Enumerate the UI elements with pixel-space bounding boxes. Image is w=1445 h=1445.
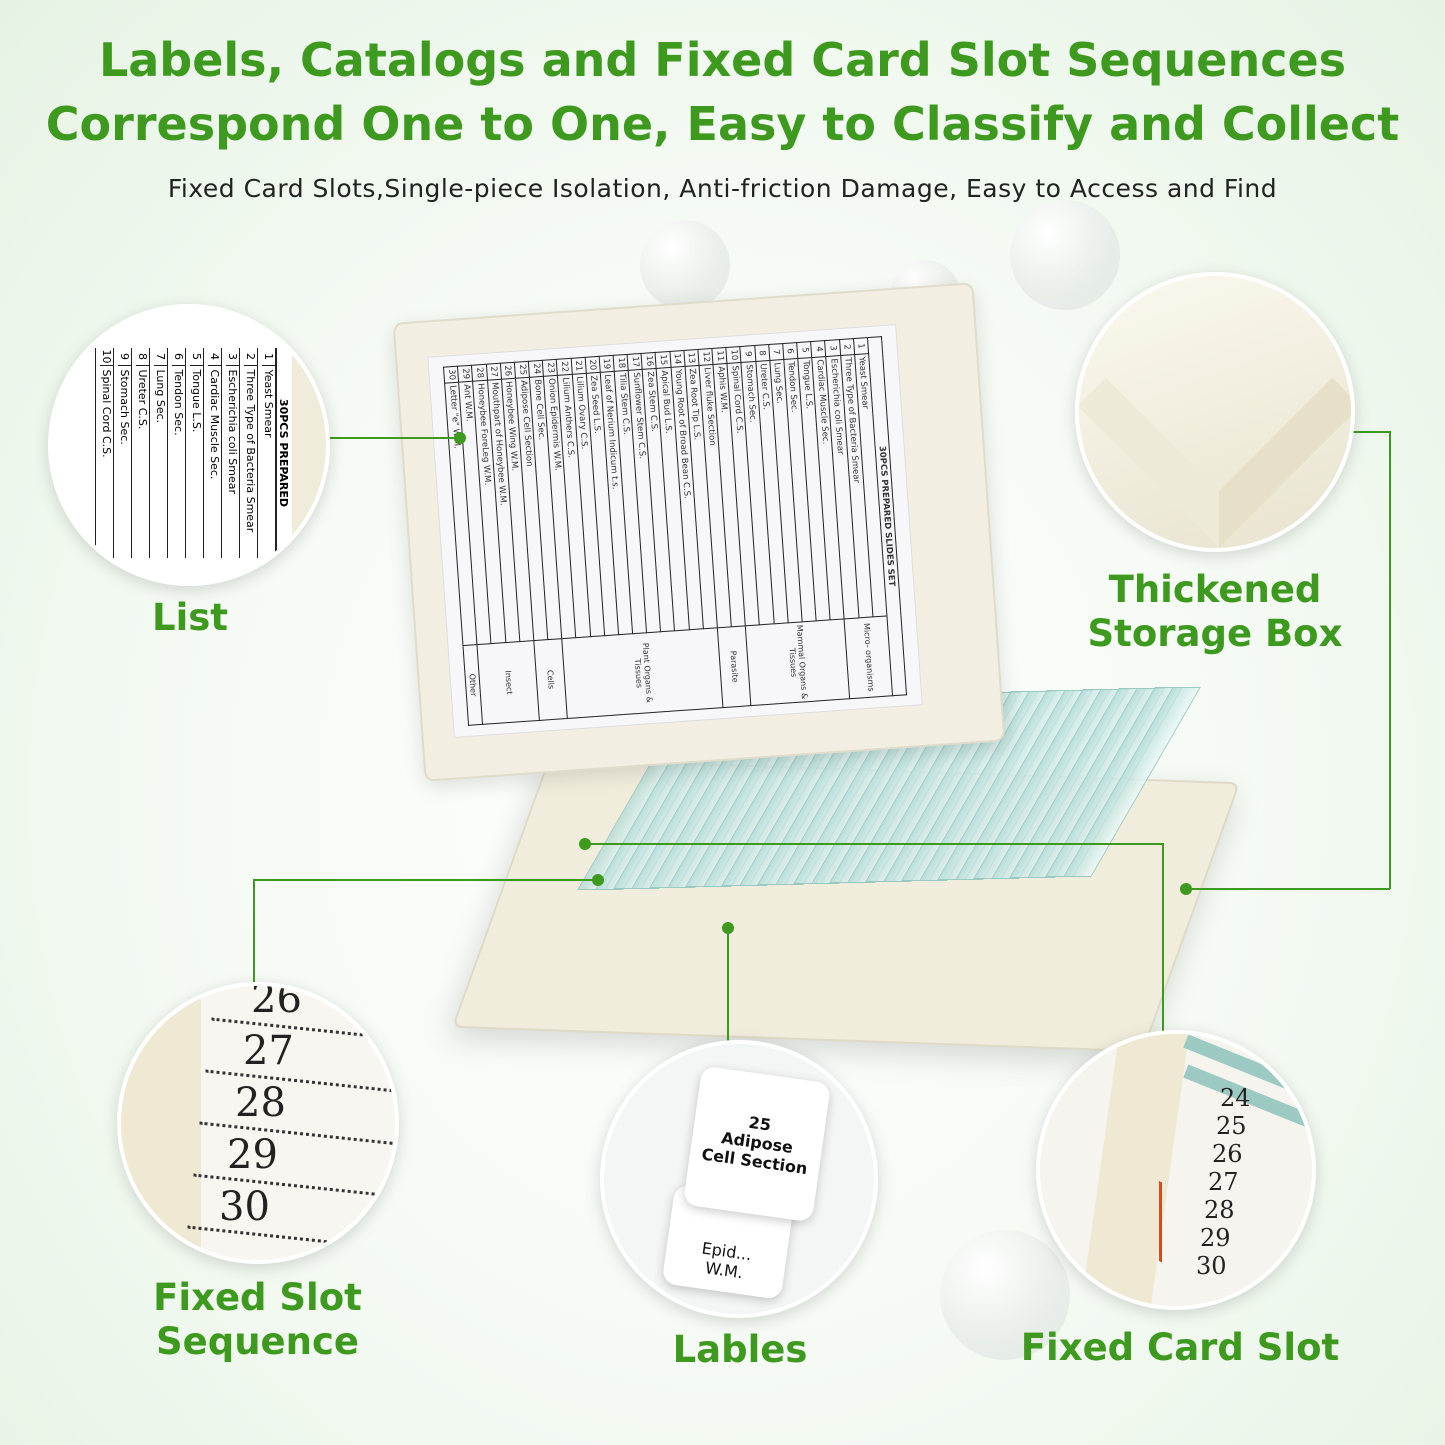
headline-line-2: Correspond One to One, Easy to Classify …	[45, 97, 1400, 151]
decorative-bubble	[1010, 200, 1120, 310]
connector-dot	[722, 922, 734, 934]
connector-line	[253, 879, 255, 984]
slot-number: 26	[1212, 1140, 1243, 1168]
item-number: 20	[584, 356, 601, 374]
slot-number: 30	[1196, 1252, 1227, 1280]
item-number: 12	[697, 348, 714, 366]
headline-line-1: Labels, Catalogs and Fixed Card Slot Seq…	[98, 33, 1347, 87]
list-item: 2 Three Type of Bacteria Smear	[239, 348, 257, 558]
item-number: 13	[683, 349, 699, 367]
category-cell: Parasite	[717, 625, 752, 708]
slot-number: 27	[243, 1028, 294, 1074]
caption-fixed-card-slot: Fixed Card Slot	[1020, 1326, 1340, 1369]
item-number: 17	[627, 353, 643, 371]
caption-sequence: Sequence	[155, 1320, 360, 1363]
slot-sequence-circle: 26 27 28 29 30	[117, 982, 399, 1264]
item-number: 9	[740, 345, 756, 363]
item-number: 25	[514, 361, 530, 379]
item-number: 14	[669, 350, 685, 368]
item-number: 8	[754, 344, 770, 362]
item-number: 30	[443, 366, 459, 384]
connector-dot	[1180, 883, 1192, 895]
list-item: 5 Tongue L.S.	[185, 348, 203, 558]
item-number: 27	[486, 363, 502, 381]
slot-number: 30	[219, 1184, 270, 1230]
item-number: 29	[457, 365, 474, 383]
connector-line	[1186, 888, 1390, 890]
slot-number: 24	[1220, 1084, 1251, 1112]
subtitle: Fixed Card Slots,Single-piece Isolation,…	[167, 174, 1278, 203]
connector-line	[1389, 431, 1391, 889]
box-edge	[292, 308, 326, 582]
connector-dot	[592, 874, 604, 886]
caption-lables: Lables	[672, 1328, 808, 1371]
caption-thickened: Thickened	[1108, 568, 1322, 611]
caption-fixed-slot: Fixed Slot	[153, 1276, 362, 1319]
labels-circle: Epid... W.M. 25 Adipose Cell Section	[600, 1040, 878, 1318]
item-number: 28	[471, 364, 488, 382]
item-number: 1	[853, 337, 869, 355]
item-number: 23	[542, 359, 558, 377]
item-number: 7	[768, 343, 784, 361]
list-header: 30PCS PREPARED	[275, 348, 290, 558]
item-number: 15	[655, 351, 671, 369]
item-number: 5	[796, 341, 812, 359]
slot-number: 27	[1208, 1168, 1239, 1196]
item-number: 3	[824, 339, 841, 357]
list-item: 1 Yeast Smear	[257, 348, 275, 558]
category-cell: Cells	[533, 638, 568, 721]
category-cell: Micro- organisms	[844, 615, 893, 699]
item-number: 10	[726, 346, 742, 364]
connector-line	[330, 437, 460, 439]
slot-number: 26	[251, 982, 302, 1022]
list-item: 9 Stomach Sec.	[113, 348, 131, 558]
decorative-bubble	[640, 220, 730, 310]
slot-number: 28	[1204, 1196, 1235, 1224]
list-item: 4 Cardiac Muscle Sec.	[203, 348, 221, 558]
item-number: 22	[556, 358, 572, 376]
category-cell: Plant Organs & Tissues	[561, 627, 723, 719]
connector-dot	[454, 432, 466, 444]
item-number: 6	[782, 342, 798, 360]
item-number: 11	[711, 347, 728, 365]
connector-line	[585, 843, 1163, 845]
connector-line	[727, 928, 729, 1048]
list-item: 3 Escherichia coli Smear	[221, 348, 239, 558]
caption-storage-box: Storage Box	[1087, 612, 1343, 655]
item-number: 26	[500, 362, 516, 380]
item-number: 4	[810, 340, 827, 358]
category-cell: Insect	[477, 640, 540, 725]
connector-line	[253, 879, 598, 881]
item-number: 16	[641, 352, 657, 370]
decorative-bubble	[940, 1230, 1070, 1360]
list-item: 6 Tendon Sec.	[167, 348, 185, 558]
list-item: 10 Spinal Cord C.S.	[95, 348, 113, 558]
box-corner-circle	[1075, 272, 1355, 552]
item-number: 2	[839, 338, 855, 356]
slot-number: 29	[227, 1132, 278, 1178]
category-cell: Mammal Organs & Tissues	[745, 618, 850, 706]
item-number: 18	[613, 354, 629, 372]
slot-number: 29	[1200, 1224, 1231, 1252]
list-item: 7 Lung Sec.	[149, 348, 167, 558]
item-number: 21	[570, 357, 587, 375]
connector-line	[1162, 843, 1164, 1033]
connector-dot	[579, 838, 591, 850]
item-number: 24	[528, 360, 544, 378]
slot-number: 28	[235, 1080, 286, 1126]
caption-list: List	[152, 596, 228, 639]
item-number: 19	[599, 355, 615, 373]
slot-number: 25	[1216, 1112, 1247, 1140]
list-item: 8 Ureter C.S.	[131, 348, 149, 558]
